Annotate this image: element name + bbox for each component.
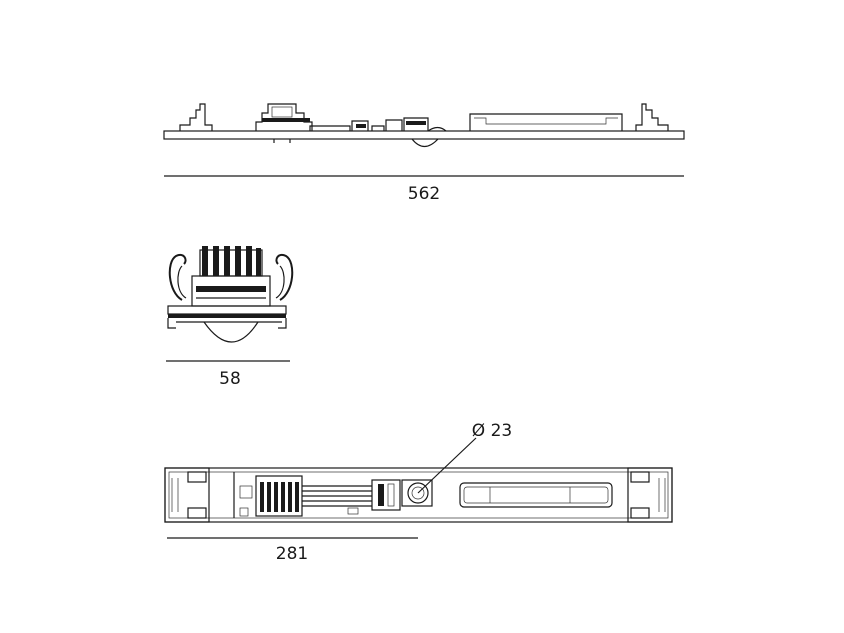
side-view-right-bracket <box>635 103 669 131</box>
dimension-diameter-label: Ø 23 <box>472 421 512 441</box>
dimension-length-label: 562 <box>408 184 440 204</box>
top-view <box>164 467 673 523</box>
dimension-diameter: Ø 23 <box>417 421 512 494</box>
end-view-lens <box>203 321 259 343</box>
dimension-half-length: 281 <box>167 537 418 564</box>
end-view-left-spring-clip <box>168 254 187 301</box>
side-view-sensor-lens <box>411 138 439 148</box>
dimension-height: 58 <box>166 360 290 389</box>
top-view-wiring <box>302 485 372 507</box>
end-view <box>167 246 294 343</box>
top-view-connector <box>371 479 401 511</box>
dimension-height-label: 58 <box>219 369 241 389</box>
side-view-left-bracket <box>179 103 213 131</box>
side-view-terminal <box>309 125 351 131</box>
dimension-length: 562 <box>164 175 684 204</box>
top-view-sensor <box>407 482 429 504</box>
top-view-outer-frame <box>164 467 673 523</box>
side-view <box>163 103 685 148</box>
top-view-left-end-cap <box>164 467 210 523</box>
side-view-housing-box <box>469 113 623 131</box>
side-view-base-plate <box>163 130 685 140</box>
side-view-driver-block <box>255 103 313 131</box>
top-view-slot <box>459 482 613 508</box>
end-view-base <box>167 305 287 315</box>
end-view-right-spring-clip <box>275 254 294 301</box>
end-view-heatsink <box>199 249 263 277</box>
top-view-right-end-cap <box>627 467 673 523</box>
dimension-half-length-label: 281 <box>276 544 308 564</box>
